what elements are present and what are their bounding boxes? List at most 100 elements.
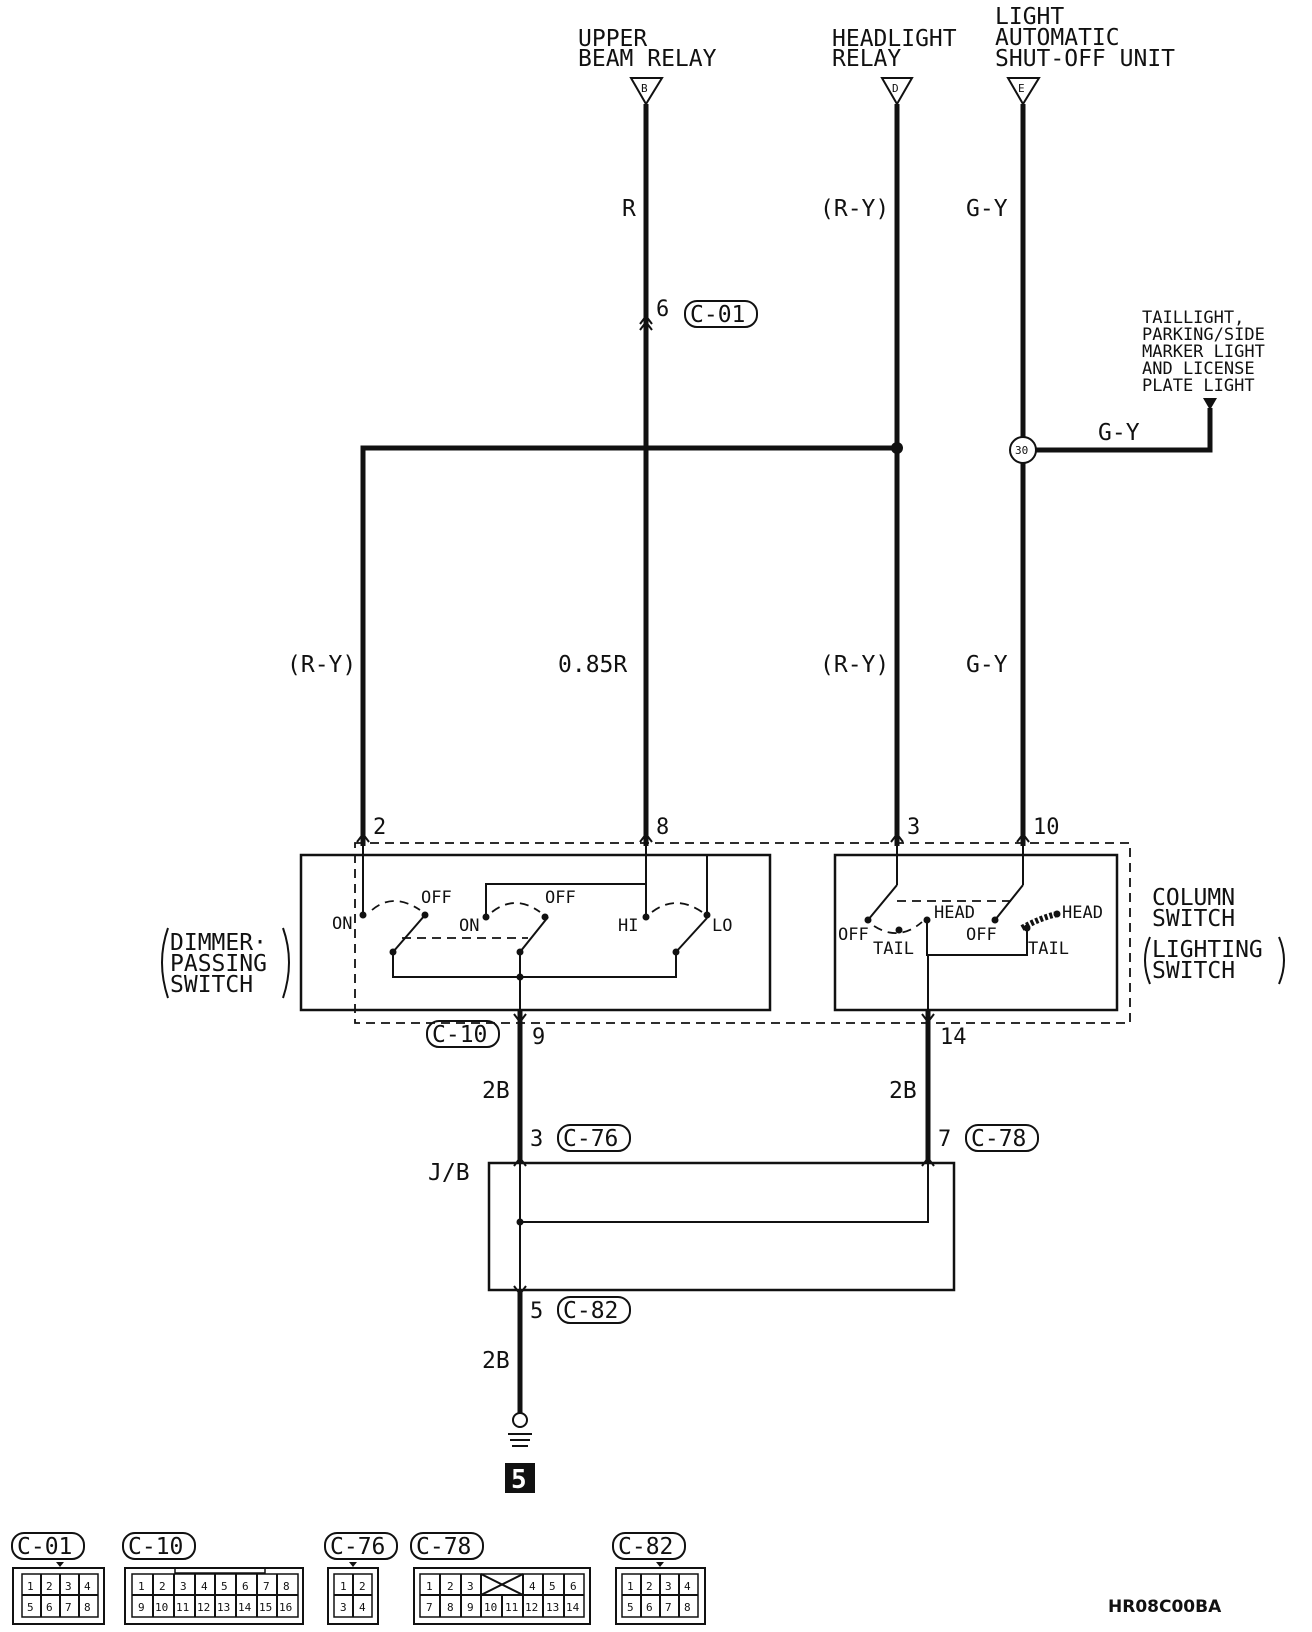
headlight-relay-label: HEADLIGHT RELAY	[832, 26, 957, 72]
svg-text:4: 4	[684, 1580, 691, 1593]
wire-label-2b-ground: 2B	[482, 1348, 510, 1374]
svg-text:7: 7	[938, 1127, 951, 1152]
svg-text:6: 6	[242, 1580, 249, 1593]
svg-text:HEAD: HEAD	[1062, 903, 1103, 923]
wire-label-r: R	[622, 196, 636, 222]
ground-symbol	[508, 1412, 532, 1447]
junction-block: J/B 3 C-76 7 C-78 5 C-82	[428, 1124, 1039, 1324]
svg-text:4: 4	[529, 1580, 536, 1593]
svg-text:2: 2	[373, 815, 386, 840]
taillight-label: TAILLIGHT, PARKING/SIDE MARKER LIGHT AND…	[1142, 308, 1265, 396]
legend-c01: C-01 1 2 3 4 5 6 7 8	[11, 1532, 105, 1625]
svg-text:1: 1	[138, 1580, 145, 1593]
wire-label-gy-mid: G-Y	[966, 652, 1008, 678]
wire-label-gy-tail: G-Y	[1098, 420, 1140, 446]
svg-text:2: 2	[447, 1580, 454, 1593]
wire-label-gy-top: G-Y	[966, 196, 1008, 222]
svg-text:6: 6	[570, 1580, 577, 1593]
svg-text:C-01: C-01	[17, 1534, 72, 1560]
svg-text:3: 3	[340, 1601, 347, 1614]
svg-text:COLUMN: COLUMN	[1152, 885, 1235, 911]
svg-text:5: 5	[511, 1465, 527, 1495]
svg-text:C-78: C-78	[416, 1534, 471, 1560]
svg-text:C-78: C-78	[971, 1126, 1026, 1152]
svg-text:11: 11	[505, 1601, 518, 1614]
svg-text:9: 9	[138, 1601, 145, 1614]
svg-text:LIGHT: LIGHT	[995, 4, 1064, 30]
svg-text:SWITCH: SWITCH	[1152, 958, 1235, 984]
svg-text:1: 1	[340, 1580, 347, 1593]
wire-label-ry-top: (R-Y)	[820, 196, 889, 222]
svg-text:C-10: C-10	[128, 1534, 183, 1560]
svg-text:E: E	[1018, 82, 1025, 95]
svg-text:15: 15	[259, 1601, 272, 1614]
taillight-arrow-icon	[1203, 398, 1217, 410]
svg-text:OFF: OFF	[966, 925, 997, 945]
svg-text:2: 2	[359, 1580, 366, 1593]
svg-text:ON: ON	[332, 914, 352, 934]
svg-text:C-10: C-10	[432, 1022, 487, 1048]
svg-text:2: 2	[646, 1580, 653, 1593]
svg-text:PASSING: PASSING	[170, 951, 267, 977]
svg-text:HEADLIGHT: HEADLIGHT	[832, 26, 957, 52]
splice-30: 30	[1009, 436, 1037, 464]
svg-text:5: 5	[221, 1580, 228, 1593]
svg-text:RELAY: RELAY	[832, 46, 901, 72]
svg-text:12: 12	[197, 1601, 210, 1614]
svg-text:5: 5	[27, 1601, 34, 1614]
svg-text:6: 6	[656, 297, 669, 322]
svg-text:J/B: J/B	[428, 1160, 470, 1186]
svg-text:8: 8	[447, 1601, 454, 1614]
svg-text:OFF: OFF	[421, 888, 452, 908]
wire-label-2b-14: 2B	[889, 1078, 917, 1104]
svg-text:4: 4	[359, 1601, 366, 1614]
svg-text:ON: ON	[459, 916, 479, 936]
svg-text:16: 16	[279, 1601, 292, 1614]
svg-text:14: 14	[238, 1601, 252, 1614]
svg-text:D: D	[892, 82, 899, 95]
legend-c10: C-10 1 2 3 4 5 6 7 8 9 10 11 12 13 14	[122, 1532, 304, 1625]
svg-text:8: 8	[283, 1580, 290, 1593]
svg-text:9: 9	[467, 1601, 474, 1614]
svg-text:TAIL: TAIL	[1028, 939, 1069, 959]
svg-text:UPPER: UPPER	[578, 26, 647, 52]
svg-text:7: 7	[665, 1601, 672, 1614]
svg-text:LIGHTING: LIGHTING	[1152, 937, 1263, 963]
svg-text:OFF: OFF	[545, 888, 576, 908]
svg-text:4: 4	[201, 1580, 208, 1593]
svg-text:C-76: C-76	[563, 1126, 618, 1152]
svg-text:B: B	[641, 82, 648, 95]
connector-c01-marker: 6 C-01	[639, 297, 758, 331]
svg-text:TAIL: TAIL	[873, 939, 914, 959]
svg-text:6: 6	[46, 1601, 53, 1614]
svg-text:10: 10	[155, 1601, 168, 1614]
svg-text:C-01: C-01	[690, 302, 745, 328]
svg-text:SWITCH: SWITCH	[170, 972, 253, 998]
svg-text:7: 7	[263, 1580, 270, 1593]
svg-text:AND LICENSE: AND LICENSE	[1142, 359, 1255, 379]
column-switch-label: COLUMN SWITCH LIGHTING SWITCH	[1144, 885, 1285, 985]
svg-text:8: 8	[656, 815, 669, 840]
svg-text:13: 13	[546, 1601, 559, 1614]
terminal-d: D	[880, 77, 914, 107]
wire-label-085r: 0.85R	[558, 652, 627, 678]
svg-text:DIMMER·: DIMMER·	[170, 930, 267, 956]
legend-c78: C-78 1 2 3 4 5 6 7 8 9 10 11 12 13	[410, 1532, 591, 1625]
svg-text:PARKING/SIDE: PARKING/SIDE	[1142, 325, 1265, 345]
svg-text:2: 2	[46, 1580, 53, 1593]
svg-text:5: 5	[530, 1299, 543, 1324]
svg-text:11: 11	[176, 1601, 189, 1614]
wire-label-ry-mid: (R-Y)	[820, 652, 889, 678]
svg-text:1: 1	[27, 1580, 34, 1593]
svg-text:8: 8	[684, 1601, 691, 1614]
upper-beam-relay-label: UPPER BEAM RELAY	[578, 26, 717, 72]
lighting-switch: HEAD OFF TAIL HEAD OFF TAIL	[833, 846, 1119, 1012]
svg-text:C-82: C-82	[563, 1298, 618, 1324]
svg-text:3: 3	[467, 1580, 474, 1593]
dimmer-switch-label: DIMMER· PASSING SWITCH	[161, 927, 290, 999]
svg-text:4: 4	[84, 1580, 91, 1593]
svg-text:C-82: C-82	[618, 1534, 673, 1560]
svg-text:2: 2	[159, 1580, 166, 1593]
svg-text:SHUT-OFF UNIT: SHUT-OFF UNIT	[995, 46, 1175, 72]
